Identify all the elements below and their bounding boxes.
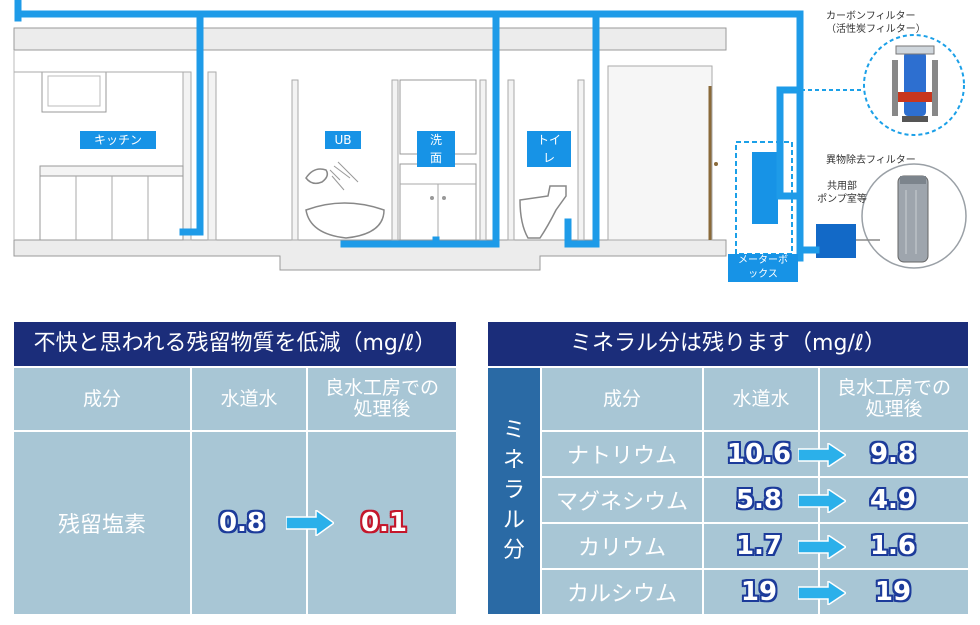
mineral-row-4-component: カルシウム <box>566 582 677 607</box>
bathtub <box>305 202 385 239</box>
left-header-after-line2: 処理後 <box>353 398 411 420</box>
right-header-component: 成分 <box>602 387 641 410</box>
side-char-4: ル <box>502 508 525 533</box>
foreign-filter-label: 異物除去フィルター <box>826 155 916 166</box>
right-header-after-line2: 処理後 <box>865 398 923 420</box>
mineral-row-2-component: マグネシウム <box>555 490 688 515</box>
pump-room-label: 共用部 ポンプ室等 <box>812 180 872 206</box>
kitchen-wall-divider <box>182 71 192 241</box>
room-label-ub: UB <box>325 131 361 149</box>
mineral-side-label: ミ ネ ラ ル 分 <box>488 368 540 614</box>
left-row-tap-value: 0.8 <box>218 508 266 538</box>
side-char-3: ラ <box>502 478 525 503</box>
pump-room-label-line1: 共用部 <box>827 181 857 192</box>
mineral-row-3-component: カリウム <box>577 536 666 561</box>
right-header-after: 良水工房での 処理後 <box>820 368 968 430</box>
mineral-row-2-arrow <box>798 489 846 513</box>
room-label-toilet: トイレ <box>527 131 571 167</box>
side-char-5: 分 <box>502 538 525 563</box>
lower-slab <box>13 239 727 271</box>
kitchen-counter <box>39 165 184 177</box>
mineral-row-2-after: 4.9 <box>869 485 917 515</box>
mineral-row-3-tap: 1.7 <box>735 531 783 561</box>
side-char-1: ミ <box>502 418 525 443</box>
left-row-arrow <box>286 510 334 536</box>
side-char-2: ネ <box>502 448 525 473</box>
left-header-component: 成分 <box>82 387 121 410</box>
toilet <box>519 185 567 239</box>
meter-unit <box>752 152 778 224</box>
meter-box-label: メーターボックス <box>728 254 798 282</box>
carbon-filter-label-line2: （活性炭フィルター） <box>826 24 926 35</box>
right-table-title: ミネラル分は残ります（mg/ℓ） <box>488 322 968 366</box>
mineral-row-1-arrow <box>798 443 846 467</box>
left-row-after-value: 0.1 <box>360 508 408 538</box>
right-header-after-line1: 良水工房での <box>836 377 951 399</box>
mineral-row-1-tap: 10.6 <box>726 439 792 469</box>
mineral-row-4-after: 19 <box>874 577 912 607</box>
mineral-row-2-tap: 5.8 <box>735 485 783 515</box>
left-header-after: 良水工房での 処理後 <box>308 368 456 430</box>
left-row-component: 残留塩素 <box>57 513 146 538</box>
carbon-filter-label-line1: カーボンフィルター <box>826 11 916 22</box>
right-header-tap: 水道水 <box>732 387 790 410</box>
pump-tank <box>816 224 856 258</box>
building-cross-section <box>13 0 967 271</box>
right-table: ミ ネ ラ ル 分 成分 水道水 良水工房での 処理後 ナトリウム 10.6 9… <box>488 368 968 614</box>
mineral-row-1-component: ナトリウム <box>566 444 677 469</box>
pump-room-label-line2: ポンプ室等 <box>817 194 867 205</box>
left-table-title: 不快と思われる残留物質を低減（mg/ℓ） <box>14 322 456 366</box>
shower-head <box>305 168 329 185</box>
mineral-row-3-arrow <box>798 535 846 559</box>
upper-slab <box>13 27 727 51</box>
left-header-tap: 水道水 <box>220 387 278 410</box>
mineral-row-4-tap: 19 <box>740 577 778 607</box>
mineral-row-4-arrow <box>798 581 846 605</box>
room-label-kitchen: キッチン <box>80 131 156 149</box>
carbon-filter-label: カーボンフィルター （活性炭フィルター） <box>826 10 936 36</box>
mineral-row-3-after: 1.6 <box>869 531 917 561</box>
mineral-row-1-after: 9.8 <box>869 439 917 469</box>
room-label-washroom: 洗面 <box>417 131 455 167</box>
building-diagram: キッチン UB 洗面 トイレ メーターボックス カーボンフィルター （活性炭フィ… <box>0 0 980 290</box>
left-header-after-line1: 良水工房での <box>324 377 439 399</box>
left-table: 成分 水道水 良水工房での 処理後 残留塩素 0.8 0.1 <box>14 368 456 614</box>
